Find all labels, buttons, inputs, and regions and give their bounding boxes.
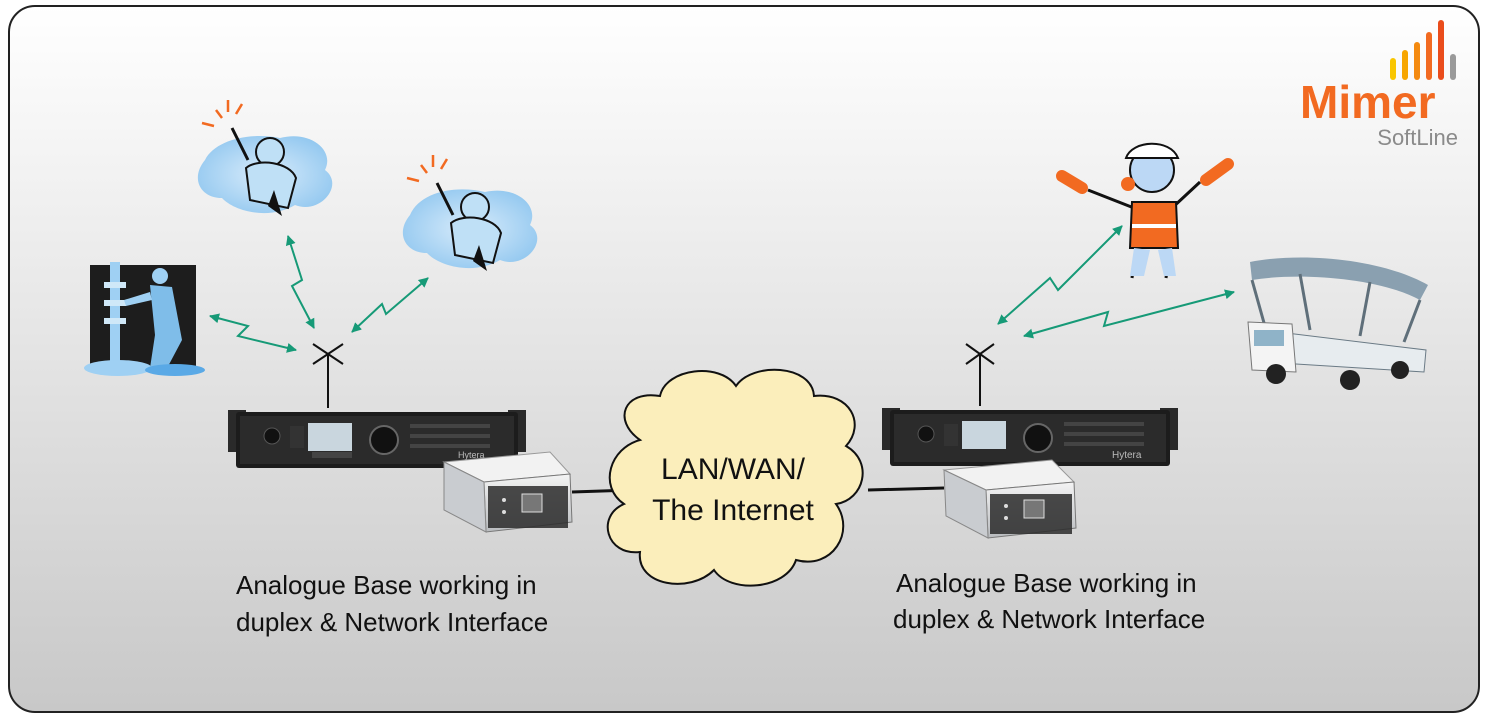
cloud-icon: LAN/WAN/ The Internet xyxy=(606,368,864,587)
truck-icon xyxy=(1247,257,1428,390)
radio-user-icon xyxy=(402,155,538,271)
network-interface-icon xyxy=(942,459,1077,539)
marshaller-icon xyxy=(1056,142,1234,279)
cloud-label-line2: The Internet xyxy=(652,494,814,527)
radio-link-arrows-left xyxy=(209,235,429,353)
radio-user-icon xyxy=(197,100,333,216)
right-caption: Analogue Base working in duplex & Networ… xyxy=(893,568,1205,634)
mimer-logo: Mimer SoftLine xyxy=(1300,20,1458,150)
antenna-icon xyxy=(965,343,995,406)
left-caption-line1: Analogue Base working in xyxy=(236,570,537,600)
repeater-icon: Hytera xyxy=(228,410,526,468)
right-caption-line2: duplex & Network Interface xyxy=(893,604,1205,634)
right-caption-line1: Analogue Base working in xyxy=(896,568,1197,598)
repeater-icon: Hytera xyxy=(882,408,1178,466)
repeater-brand: Hytera xyxy=(458,450,485,460)
logo-product: SoftLine xyxy=(1377,125,1458,150)
antenna-icon xyxy=(312,343,344,408)
logo-brand: Mimer xyxy=(1300,76,1436,128)
pole-worker-icon xyxy=(84,262,205,376)
radio-link-arrows-right xyxy=(997,225,1235,339)
left-caption-line2: duplex & Network Interface xyxy=(236,607,548,637)
cloud-label-line1: LAN/WAN/ xyxy=(661,453,806,486)
background-panel xyxy=(8,5,1480,713)
network-interface-icon xyxy=(442,451,573,533)
left-caption: Analogue Base working in duplex & Networ… xyxy=(236,570,548,637)
repeater-brand: Hytera xyxy=(1112,450,1142,461)
signal-bars-icon xyxy=(1390,20,1456,80)
